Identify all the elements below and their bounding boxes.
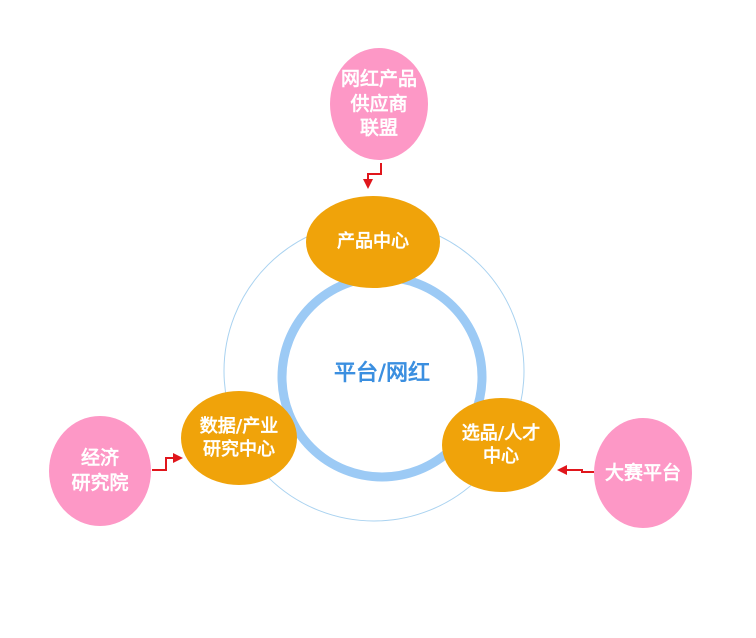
economic-institute-node: 经济 研究院 [49,416,151,526]
arrow-competition-to-selection [557,465,594,475]
data-research-center-node: 数据/产业 研究中心 [181,391,297,485]
economic-institute-label: 经济 研究院 [71,447,129,494]
arrow-institute-to-data [152,453,183,471]
supplier-alliance-label: 网红产品 供应商 联盟 [340,67,417,140]
supplier-alliance-node: 网红产品 供应商 联盟 [330,48,428,160]
arrow-supplier-to-product [363,163,382,189]
center-label: 平台/网红 [333,361,431,386]
competition-platform-label: 大赛平台 [604,461,681,484]
product-center-node: 产品中心 [306,196,440,288]
competition-platform-node: 大赛平台 [594,418,692,528]
data-research-center-label: 数据/产业 研究中心 [199,415,279,460]
selection-talent-center-node: 选品/人才 中心 [442,398,560,492]
selection-talent-center-label: 选品/人才 中心 [461,422,541,467]
product-center-label: 产品中心 [337,231,409,253]
